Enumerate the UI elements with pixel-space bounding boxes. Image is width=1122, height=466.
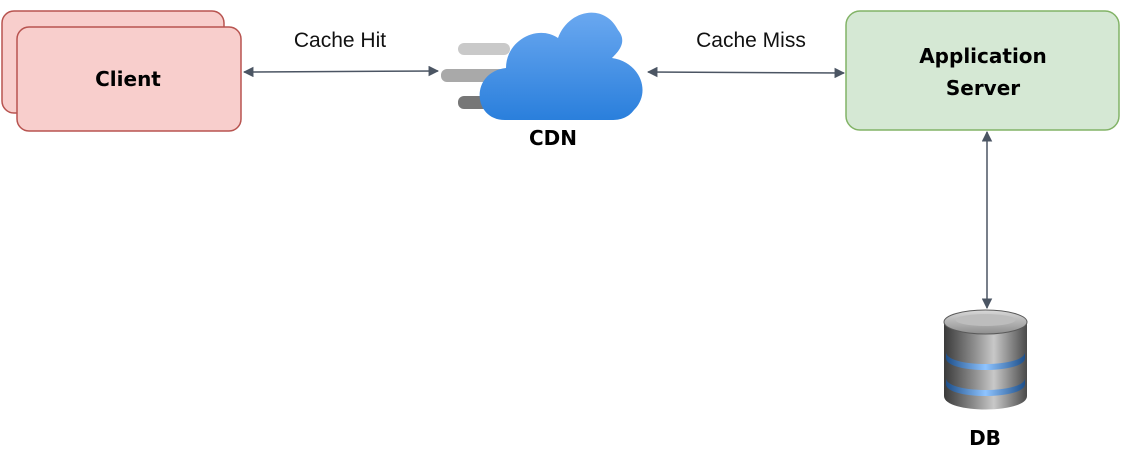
client-label: Client xyxy=(95,67,161,91)
edge-client-cdn: Cache Hit xyxy=(242,29,440,78)
client-node: Client xyxy=(1,10,242,132)
client-cdn-arrow xyxy=(242,65,440,78)
db-label: DB xyxy=(969,426,1001,450)
cache-miss-label: Cache Miss xyxy=(696,29,806,52)
cdn-label: CDN xyxy=(529,126,577,150)
speed-line-top xyxy=(458,43,510,55)
cloud-icon xyxy=(479,12,643,120)
app-server-label-line2: Server xyxy=(946,76,1020,100)
edge-cdn-app-server: Cache Miss xyxy=(646,29,846,79)
database-icon xyxy=(943,309,1028,410)
cache-hit-label: Cache Hit xyxy=(294,29,386,52)
client-box xyxy=(16,26,242,132)
app-server-box xyxy=(845,10,1120,131)
app-server-node: Application Server xyxy=(845,10,1120,131)
db-node: DB xyxy=(943,309,1028,450)
cdn-app-server-arrow xyxy=(646,66,846,79)
cdn-node: CDN xyxy=(441,12,643,150)
app-server-label-line1: Application xyxy=(919,44,1047,68)
